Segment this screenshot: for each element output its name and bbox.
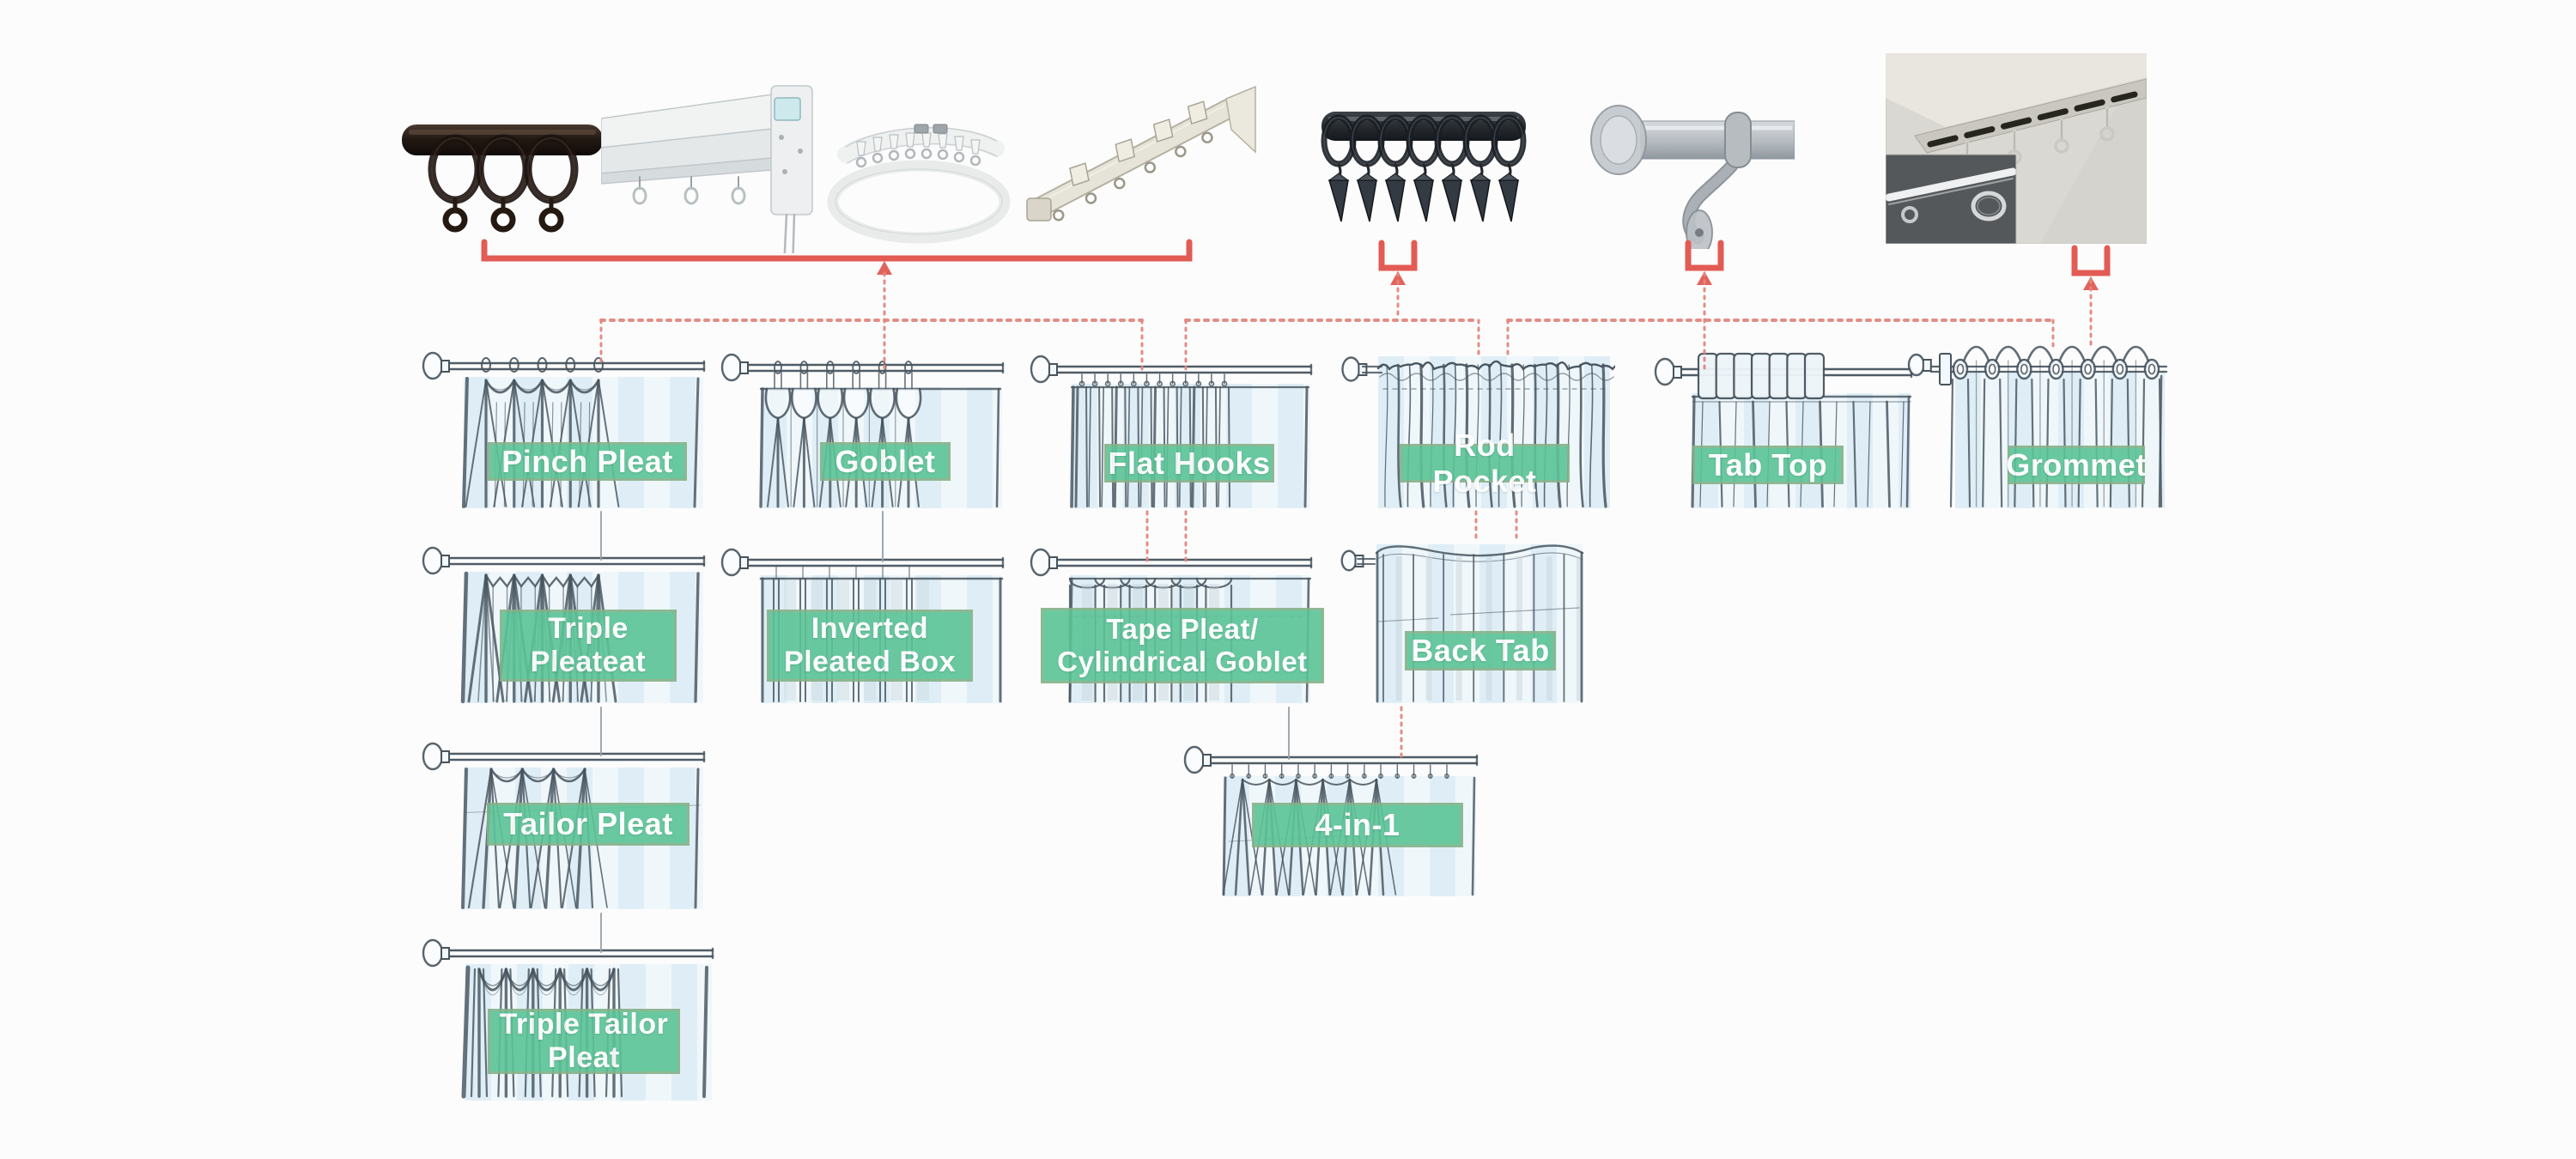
label-text: Tab Top: [1708, 446, 1828, 482]
traverse-track-with-cord-image: [601, 69, 816, 253]
label-grommet: Grommet: [2006, 446, 2147, 484]
curtain-tab-top: [1651, 343, 1916, 511]
curtain-grommet: [1905, 335, 2170, 511]
curtain-flat-hooks: [1027, 341, 1315, 511]
label-text: Triple: [548, 612, 629, 646]
label-pinch-pleat: Pinch Pleat: [488, 442, 687, 481]
label-text: Tape Pleat/: [1106, 613, 1259, 646]
label-text: Pinch Pleat: [501, 443, 673, 479]
clip-rings-image: [1318, 86, 1528, 245]
label-rod-pocket: Rod Pocket: [1400, 428, 1570, 499]
curtain-back-tab: [1339, 531, 1588, 706]
label-text: Back Tab: [1411, 633, 1550, 669]
glider-hook-track-image: [1022, 56, 1258, 258]
label-4-in-1: 4-in-1: [1252, 803, 1463, 847]
curtain-goblet: [718, 339, 1007, 511]
label-text: Inverted: [811, 612, 929, 646]
label-text: Cylindrical Goblet: [1057, 646, 1308, 677]
label-text: 4-in-1: [1315, 807, 1400, 843]
curtain-rod-with-rings-image: [395, 82, 610, 249]
ceiling-track-photo: [1886, 53, 2147, 244]
curtain-pinch-pleat: [419, 337, 708, 511]
label-back-tab: Back Tab: [1405, 631, 1556, 671]
metal-rod-with-bracket-image: [1584, 73, 1795, 249]
label-text: Pleateat: [530, 646, 647, 678]
label-text: Goblet: [835, 443, 936, 479]
label-text: Flat Hooks: [1108, 445, 1271, 481]
label-tailor-pleat: Tailor Pleat: [487, 803, 690, 846]
label-text: Grommet: [2006, 446, 2147, 482]
label-text: Rod Pocket: [1432, 428, 1537, 499]
label-tab-top: Tab Top: [1692, 446, 1844, 484]
flexible-curved-track-image: [811, 73, 1022, 258]
label-tape-pleat: Tape Pleat/Cylindrical Goblet: [1041, 608, 1324, 683]
label-flat-hooks: Flat Hooks: [1104, 444, 1274, 482]
curtain-rod-pocket: [1339, 339, 1615, 511]
label-text: Triple Tailor: [499, 1008, 669, 1041]
label-text: Pleat: [548, 1041, 620, 1074]
label-text: Pleated Box: [783, 646, 957, 678]
label-goblet: Goblet: [820, 442, 951, 481]
label-text: Tailor Pleat: [503, 806, 673, 842]
